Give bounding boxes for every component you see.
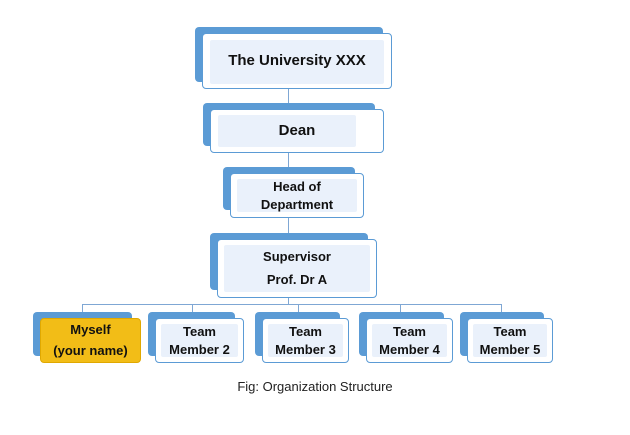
node-team-member-2-label: Team Member 2	[169, 323, 230, 357]
connector-bus-member3	[298, 304, 299, 312]
node-team-member-4: Team Member 4	[359, 312, 453, 364]
node-team-member-5: Team Member 5	[460, 312, 553, 364]
node-supervisor: Supervisor Prof. Dr A	[210, 233, 377, 299]
node-team-member-3: Team Member 3	[255, 312, 349, 364]
connector-hod-supervisor	[288, 217, 289, 233]
node-team-member-4-label: Team Member 4	[379, 323, 440, 357]
node-team-member-5-label: Team Member 5	[479, 323, 541, 357]
node-team-member-2: Team Member 2	[148, 312, 244, 364]
connector-university-dean	[288, 89, 289, 103]
node-university-label: The University XXX	[228, 51, 366, 69]
node-head-of-department: Head of Department	[223, 167, 364, 219]
node-myself: Myself (your name)	[33, 312, 141, 364]
node-myself-label: Myself (your name)	[53, 321, 128, 358]
connector-dean-hod	[288, 153, 289, 167]
node-supervisor-label: Supervisor Prof. Dr A	[263, 248, 331, 287]
connector-bus-member5	[501, 304, 502, 312]
node-head-of-department-label: Head of Department	[260, 178, 334, 212]
figure-caption: Fig: Organization Structure	[237, 379, 393, 394]
connector-horizontal-bus	[82, 304, 502, 305]
node-team-member-3-label: Team Member 3	[275, 323, 336, 357]
connector-bus-myself	[82, 304, 83, 312]
connector-bus-member2	[192, 304, 193, 312]
connector-bus-member4	[400, 304, 401, 312]
node-university: The University XXX	[195, 27, 392, 91]
node-dean: Dean	[203, 103, 384, 155]
node-dean-label: Dean	[278, 121, 316, 139]
connector-supervisor-bus	[288, 297, 289, 304]
